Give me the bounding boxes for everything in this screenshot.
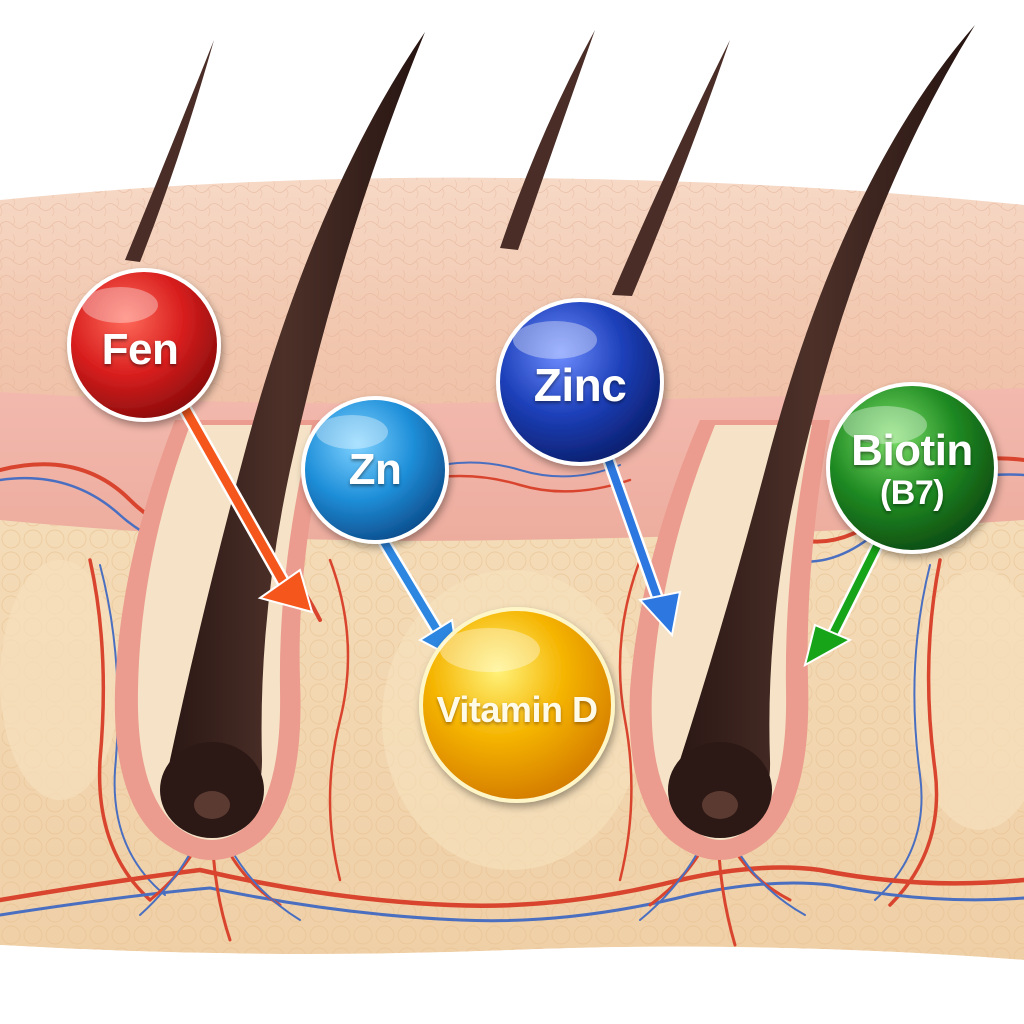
- biotin-sphere: [826, 382, 998, 554]
- blood-vessels: [0, 456, 1024, 947]
- zn-sphere: [301, 396, 449, 544]
- nutrient-spheres: [67, 268, 998, 803]
- fen-arrow: [173, 393, 314, 614]
- biotin-arrow: [803, 533, 887, 667]
- nutrient-arrows: [173, 393, 887, 667]
- zinc-sphere: [496, 298, 664, 466]
- sphere-highlights: [82, 287, 927, 672]
- epidermis-layer: [0, 177, 1024, 420]
- vitamin-d-sphere: [419, 607, 615, 803]
- fen-sphere: [67, 268, 221, 422]
- hair-shafts: [125, 25, 975, 838]
- zinc-arrow: [598, 443, 682, 638]
